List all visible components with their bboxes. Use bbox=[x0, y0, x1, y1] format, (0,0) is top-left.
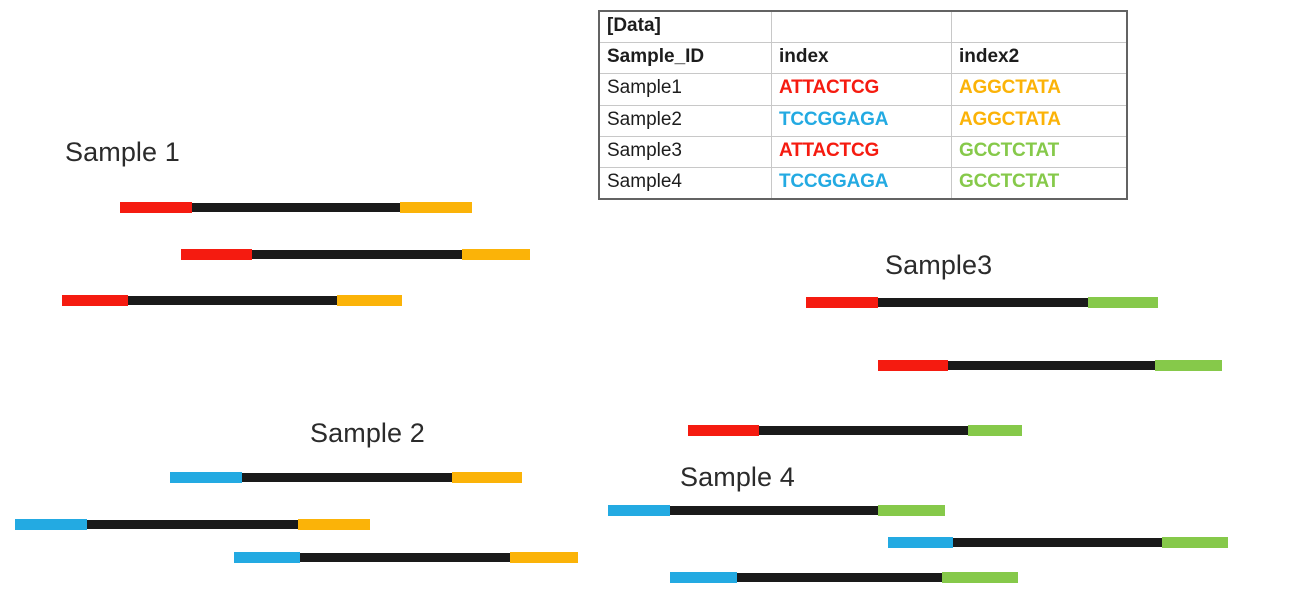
read-segment-index bbox=[670, 572, 737, 583]
read-segment-insert bbox=[192, 203, 400, 212]
sample-group-label: Sample 4 bbox=[680, 462, 795, 492]
read-segment-index2 bbox=[968, 425, 1022, 436]
sheet-cell-index: TCCGGAGA bbox=[771, 167, 952, 200]
sheet-cell-sample-id: Sample2 bbox=[598, 104, 772, 137]
read-segment-insert bbox=[252, 250, 462, 259]
sheet-cell-index: ATTACTCG bbox=[771, 73, 952, 106]
read-fragment-bar bbox=[688, 425, 1022, 436]
sheet-cell-sample-id: Sample4 bbox=[598, 167, 772, 200]
read-segment-insert bbox=[737, 573, 942, 582]
sheet-cell-index2: AGGCTATA bbox=[951, 104, 1128, 137]
read-fragment-bar bbox=[608, 505, 945, 516]
sheet-section-row: [Data] bbox=[598, 10, 1128, 44]
read-segment-index2 bbox=[337, 295, 402, 306]
read-fragment-bar bbox=[170, 472, 522, 483]
read-segment-index2 bbox=[1088, 297, 1158, 308]
read-segment-insert bbox=[878, 298, 1088, 307]
read-segment-insert bbox=[953, 538, 1162, 547]
sheet-cell-index: ATTACTCG bbox=[771, 135, 952, 169]
read-segment-index bbox=[888, 537, 953, 548]
sheet-header-index: index bbox=[771, 42, 952, 75]
read-segment-index2 bbox=[510, 552, 578, 563]
read-segment-index bbox=[806, 297, 878, 308]
sheet-cell-index2: GCCTCTAT bbox=[951, 167, 1128, 200]
sheet-header-sample-id: Sample_ID bbox=[598, 42, 772, 75]
sample-group-label: Sample 1 bbox=[65, 137, 180, 167]
sample-group-label: Sample 2 bbox=[310, 418, 425, 448]
read-segment-index bbox=[170, 472, 242, 483]
read-fragment-bar bbox=[670, 572, 1018, 583]
read-segment-index2 bbox=[942, 572, 1018, 583]
read-fragment-bar bbox=[62, 295, 402, 306]
read-segment-index bbox=[120, 202, 192, 213]
sheet-empty-cell-2 bbox=[951, 10, 1128, 44]
read-fragment-bar bbox=[181, 249, 530, 260]
sheet-cell-index2: GCCTCTAT bbox=[951, 135, 1128, 169]
read-segment-index2 bbox=[452, 472, 522, 483]
read-segment-insert bbox=[87, 520, 298, 529]
read-segment-index bbox=[234, 552, 300, 563]
read-fragment-bar bbox=[878, 360, 1222, 371]
read-segment-insert bbox=[759, 426, 968, 435]
read-segment-index bbox=[62, 295, 128, 306]
sheet-cell-sample-id: Sample3 bbox=[598, 135, 772, 169]
read-segment-index bbox=[15, 519, 87, 530]
sheet-cell-index2: AGGCTATA bbox=[951, 73, 1128, 106]
sheet-header-index2: index2 bbox=[951, 42, 1128, 75]
read-segment-index2 bbox=[462, 249, 530, 260]
read-segment-index2 bbox=[878, 505, 945, 516]
read-segment-insert bbox=[948, 361, 1155, 370]
sheet-cell-sample-id: Sample1 bbox=[598, 73, 772, 106]
read-segment-index2 bbox=[1162, 537, 1228, 548]
sample-group-label: Sample3 bbox=[885, 250, 993, 280]
read-fragment-bar bbox=[888, 537, 1228, 548]
read-segment-index2 bbox=[400, 202, 472, 213]
read-segment-index2 bbox=[298, 519, 370, 530]
read-segment-insert bbox=[242, 473, 452, 482]
read-segment-insert bbox=[670, 506, 878, 515]
read-segment-index bbox=[878, 360, 948, 371]
read-segment-index bbox=[181, 249, 252, 260]
sheet-cell-index: TCCGGAGA bbox=[771, 104, 952, 137]
sheet-section-label: [Data] bbox=[598, 10, 772, 44]
sheet-empty-cell-1 bbox=[771, 10, 952, 44]
read-segment-index2 bbox=[1155, 360, 1222, 371]
read-segment-insert bbox=[128, 296, 337, 305]
read-segment-index bbox=[688, 425, 759, 436]
read-fragment-bar bbox=[234, 552, 578, 563]
read-segment-insert bbox=[300, 553, 510, 562]
read-fragment-bar bbox=[120, 202, 472, 213]
read-fragment-bar bbox=[806, 297, 1158, 308]
read-segment-index bbox=[608, 505, 670, 516]
read-fragment-bar bbox=[15, 519, 370, 530]
